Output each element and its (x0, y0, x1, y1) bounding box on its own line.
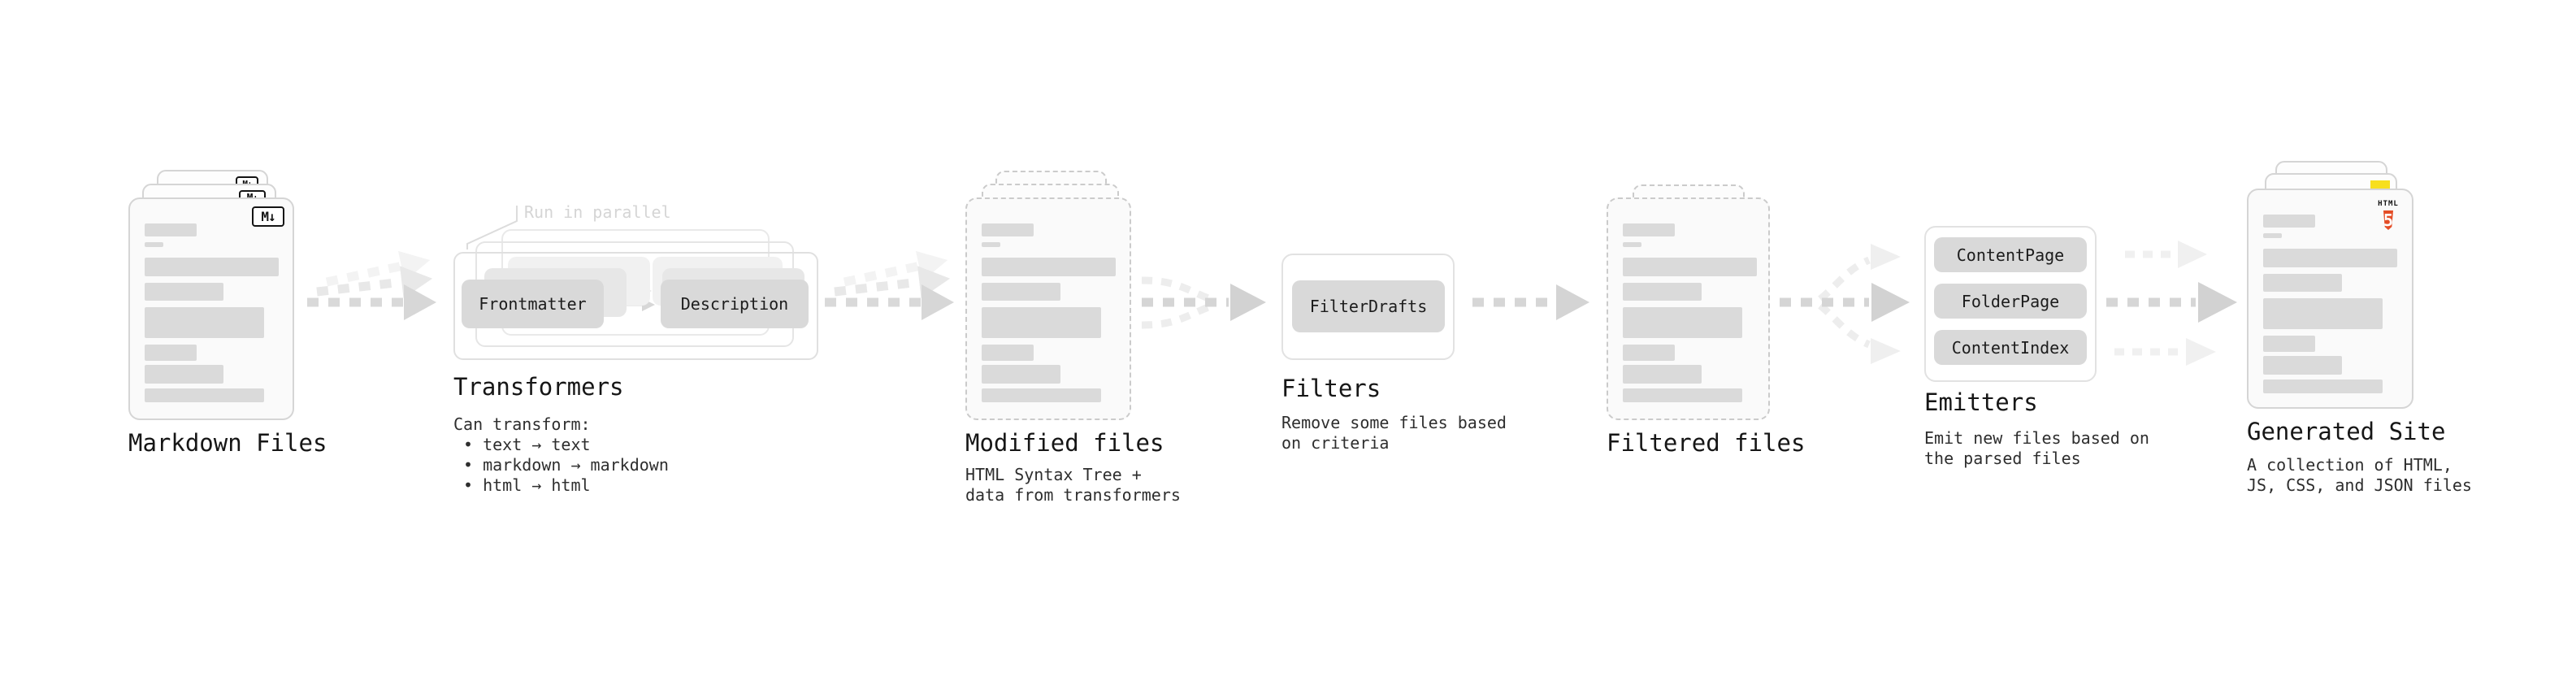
emitter-node-contentpage: ContentPage (1934, 237, 2087, 272)
skeleton-bar (2263, 380, 2383, 393)
skeleton-bar (982, 258, 1116, 276)
skeleton-bar (1623, 258, 1757, 276)
arrow-markdown-to-transformers (307, 250, 436, 320)
desc-bullet: markdown → markdown (463, 455, 669, 475)
markdown-icon: M↓ (252, 206, 284, 227)
skeleton-bar (2263, 356, 2342, 375)
section-description: HTML Syntax Tree + data from transformer… (965, 465, 1181, 505)
section-title-filtered: Filtered files (1607, 429, 1806, 457)
section-description: Emit new files based on the parsed files (1924, 428, 2149, 469)
generated-file-card-html: HTML 5 (2247, 189, 2413, 409)
html5-wordmark: HTML (2378, 200, 2399, 208)
html5-icon: HTML 5 (2374, 193, 2402, 232)
transformer-frame-front (453, 252, 818, 360)
skeleton-bar (145, 283, 223, 301)
skeleton-bar (145, 365, 223, 384)
skeleton-bar (2263, 336, 2315, 352)
section-title-emitters: Emitters (1924, 388, 2038, 416)
skeleton-bar (145, 223, 197, 236)
skeleton-bar (982, 242, 1000, 247)
arrow-filters-to-filtered (1472, 284, 1589, 320)
skeleton-bar (145, 258, 279, 276)
desc-line: A collection of HTML, (2247, 455, 2452, 475)
skeleton-bar (1623, 307, 1742, 338)
skeleton-bar (2263, 274, 2342, 292)
markdown-file-card: M↓ (128, 197, 294, 420)
section-title-markdown: Markdown Files (128, 429, 327, 457)
filter-node-filterdrafts: FilterDrafts (1292, 280, 1445, 332)
desc-line: JS, CSS, and JSON files (2247, 475, 2472, 495)
skeleton-bar (1623, 242, 1641, 247)
emitter-node-folderpage: FolderPage (1934, 284, 2087, 319)
section-title-generated: Generated Site (2247, 418, 2446, 445)
skeleton-bar (2263, 215, 2315, 228)
section-description: Can transform: text → text markdown → ma… (453, 414, 669, 496)
skeleton-bar (1623, 223, 1675, 236)
transformer-node-frontmatter: Frontmatter (462, 280, 604, 328)
arrow-transformers-to-modified (825, 250, 954, 320)
arrow-modified-to-filters-merge (1141, 276, 1266, 329)
desc-line: HTML Syntax Tree + (965, 465, 1142, 484)
arrow-emitters-to-generated (2106, 241, 2237, 366)
skeleton-bar (1623, 388, 1742, 402)
transformer-node-description: Description (661, 280, 809, 328)
desc-bullet: html → html (463, 475, 669, 496)
desc-line: Emit new files based on (1924, 428, 2149, 448)
skeleton-bar (982, 283, 1060, 301)
html5-shield: 5 (2383, 210, 2394, 230)
desc-bullet: text → text (463, 435, 669, 455)
filtered-file-card (1607, 197, 1770, 420)
note-leader-line (466, 206, 518, 249)
skeleton-bar (145, 307, 264, 338)
skeleton-bar (145, 242, 163, 247)
section-title-transformers: Transformers (453, 373, 624, 401)
skeleton-bar (145, 345, 197, 361)
desc-line: on criteria (1281, 433, 1390, 453)
skeleton-bar (982, 223, 1034, 236)
section-title-modified: Modified files (965, 429, 1164, 457)
desc-line: Can transform: (453, 414, 591, 434)
skeleton-bar (2263, 298, 2383, 329)
section-description: A collection of HTML, JS, CSS, and JSON … (2247, 455, 2472, 496)
js-icon (2370, 180, 2390, 190)
skeleton-bar (1623, 283, 1702, 301)
emitter-node-contentindex: ContentIndex (1934, 330, 2087, 365)
skeleton-bar (1623, 345, 1675, 361)
skeleton-bar (982, 388, 1101, 402)
modified-file-card (965, 197, 1131, 420)
skeleton-bar (1623, 365, 1702, 384)
skeleton-bar (2263, 249, 2397, 267)
skeleton-bar (982, 365, 1060, 384)
arrow-filtered-to-emitters-split (1780, 244, 1910, 364)
run-in-parallel-note: Run in parallel (524, 202, 671, 222)
skeleton-bar (982, 345, 1034, 361)
skeleton-bar (145, 388, 264, 402)
desc-line: the parsed files (1924, 449, 2081, 468)
section-title-filters: Filters (1281, 375, 1381, 402)
skeleton-bar (2263, 233, 2282, 238)
section-description: Remove some files based on criteria (1281, 413, 1507, 453)
desc-line: data from transformers (965, 485, 1181, 505)
skeleton-bar (982, 307, 1101, 338)
desc-line: Remove some files based (1281, 413, 1507, 432)
